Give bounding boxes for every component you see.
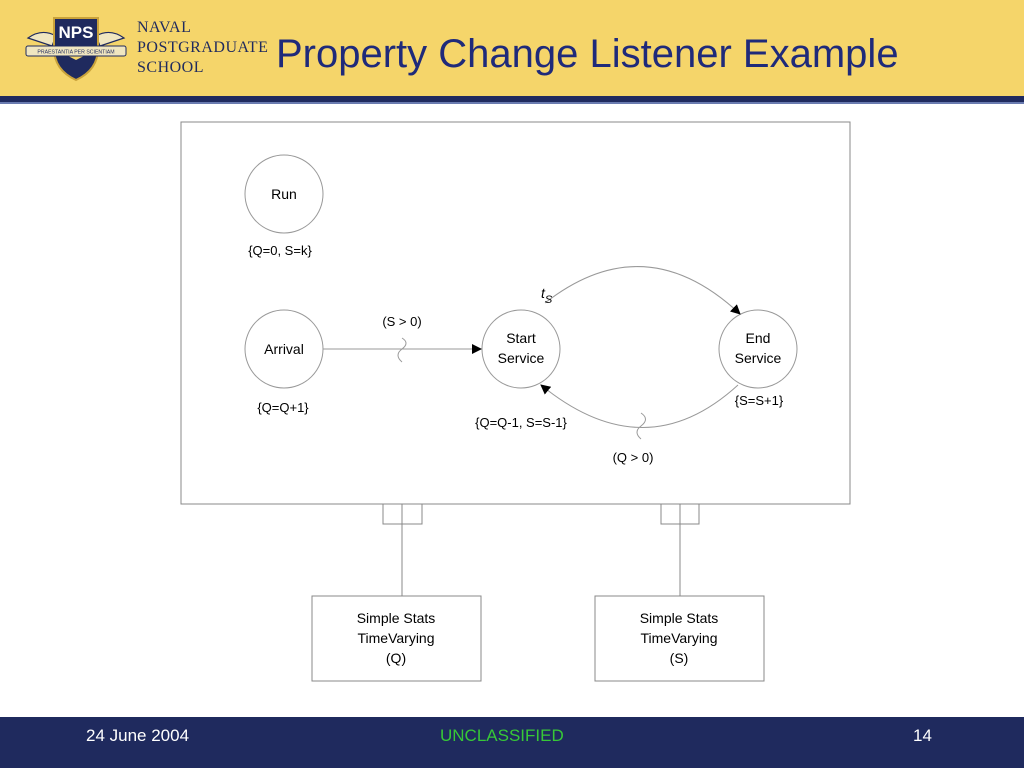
delay-sub: S	[545, 294, 553, 306]
node-run-label: Run	[271, 186, 297, 202]
header-band	[0, 0, 1024, 96]
nps-logo: NPS PRAESTANTIA PER SCIENTIAM	[25, 17, 127, 82]
page-number: 14	[913, 726, 932, 745]
listener-s-line-1: Simple Stats	[640, 610, 719, 626]
school-name-line-1: NAVAL	[137, 19, 192, 36]
state-change-arrival: {Q=Q+1}	[257, 400, 309, 415]
listener-box-q[interactable]	[311, 595, 482, 682]
listener-q-line-2: TimeVarying	[357, 630, 434, 646]
edge-start-to-end[interactable]	[544, 266, 741, 315]
school-name: NAVAL POSTGRADUATE SCHOOL	[137, 18, 268, 78]
delay-main: t	[541, 285, 546, 301]
logo-letters: NPS	[59, 23, 94, 42]
state-change-end: {S=S+1}	[735, 393, 784, 408]
condition-end-to-start: (Q > 0)	[613, 450, 654, 465]
footer-band	[0, 717, 1024, 768]
logo-motto: PRAESTANTIA PER SCIENTIAM	[37, 50, 114, 56]
page-title: Property Change Listener Example	[276, 32, 899, 76]
school-name-line-2: POSTGRADUATE	[137, 39, 269, 56]
node-run[interactable]	[244, 154, 324, 234]
listener-q-line-1: Simple Stats	[357, 610, 436, 626]
node-end-label-1: End	[746, 330, 771, 346]
listener-s-line-2: TimeVarying	[640, 630, 717, 646]
node-start-label-1: Start	[506, 330, 536, 346]
listener-box-s[interactable]	[594, 595, 765, 682]
state-change-start: {Q=Q-1, S=S-1}	[475, 415, 567, 430]
delay-label: tS	[541, 285, 553, 306]
footer-classification: UNCLASSIFIED	[440, 726, 564, 745]
node-start-service[interactable]	[481, 309, 561, 389]
listener-s-line-3: (S)	[670, 650, 689, 666]
node-start-label-2: Service	[498, 350, 545, 366]
listener-q-line-3: (Q)	[386, 650, 406, 666]
state-change-run: {Q=0, S=k}	[248, 243, 312, 258]
school-name-line-3: SCHOOL	[137, 59, 205, 76]
condition-arrival-to-start: (S > 0)	[382, 314, 421, 329]
condition-squiggle-end	[636, 412, 646, 440]
node-end-label-2: Service	[735, 350, 782, 366]
header-rule-accent	[0, 102, 1024, 104]
condition-squiggle-arrival	[397, 337, 407, 363]
node-end-service[interactable]	[718, 309, 798, 389]
node-arrival-label: Arrival	[264, 341, 304, 357]
edge-end-to-start[interactable]	[540, 384, 739, 428]
footer-date: 24 June 2004	[86, 726, 190, 745]
header-rule	[0, 96, 1024, 102]
